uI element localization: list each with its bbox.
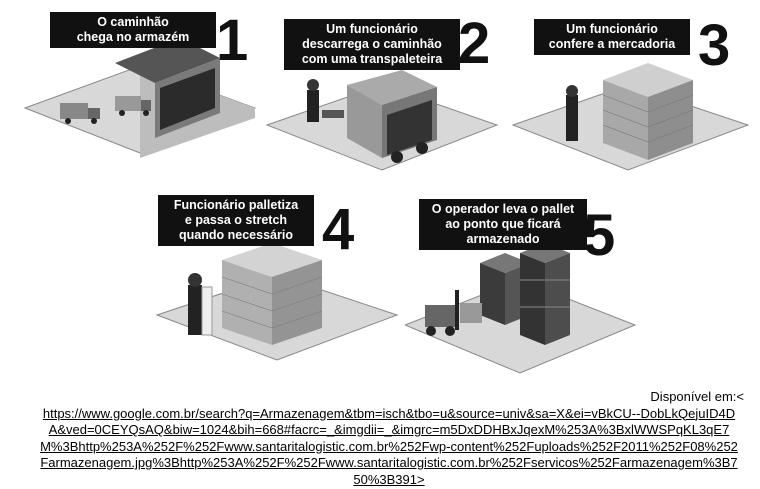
step-3-panel: Um funcionário confere a mercadoria 3	[508, 15, 753, 175]
step-2-panel: Um funcionário descarrega o caminhão com…	[262, 15, 502, 175]
step-3-caption: Um funcionário confere a mercadoria	[534, 19, 690, 55]
step-4-caption-line: quando necessário	[179, 228, 293, 242]
step-2-caption-line: Um funcionário	[326, 22, 418, 36]
step-3-caption-line: Um funcionário	[566, 22, 658, 36]
step-2-number: 2	[458, 11, 491, 76]
source-label: Disponível em:<	[650, 389, 744, 404]
step-4-caption-line: e passa o stretch	[184, 213, 288, 227]
step-5-caption-line: ao ponto que ficará	[445, 217, 561, 231]
step-2-illustration	[265, 70, 499, 171]
step-4-caption-line: Funcionário palletiza	[173, 198, 299, 212]
step-3-illustration	[511, 63, 750, 171]
step-2-caption-line: descarrega o caminhão	[302, 37, 442, 51]
step-5-caption-line: armazenado	[466, 232, 540, 246]
source-citation: Disponível em:< https://www.google.com.b…	[0, 389, 744, 488]
step-1-caption: O caminhão chega no armazém	[50, 12, 216, 48]
step-4-illustration	[155, 243, 399, 361]
step-4-number: 4	[322, 197, 355, 262]
step-1-caption-line: O caminhão	[97, 15, 169, 29]
step-5-panel: O operador leva o pallet ao ponto que fi…	[405, 195, 640, 375]
step-1-panel: O caminhão chega no armazém 1	[20, 8, 260, 158]
step-3-number: 3	[698, 13, 731, 78]
step-3-caption-line: confere a mercadoria	[548, 37, 676, 51]
step-5-caption-line: O operador leva o pallet	[431, 202, 575, 216]
step-4-panel: Funcionário palletiza e passa o stretch …	[152, 195, 402, 365]
source-link[interactable]: https://www.google.com.br/search?q=Armaz…	[40, 405, 738, 487]
step-2-caption-line: com uma transpaleteira	[301, 52, 443, 66]
step-2-caption: Um funcionário descarrega o caminhão com…	[284, 19, 460, 70]
step-5-caption: O operador leva o pallet ao ponto que fi…	[419, 199, 587, 250]
step-5-number: 5	[583, 203, 616, 268]
step-4-caption: Funcionário palletiza e passa o stretch …	[158, 195, 314, 246]
step-1-illustration	[23, 38, 257, 158]
step-1-number: 1	[216, 8, 249, 73]
step-1-caption-line: chega no armazém	[76, 30, 190, 44]
